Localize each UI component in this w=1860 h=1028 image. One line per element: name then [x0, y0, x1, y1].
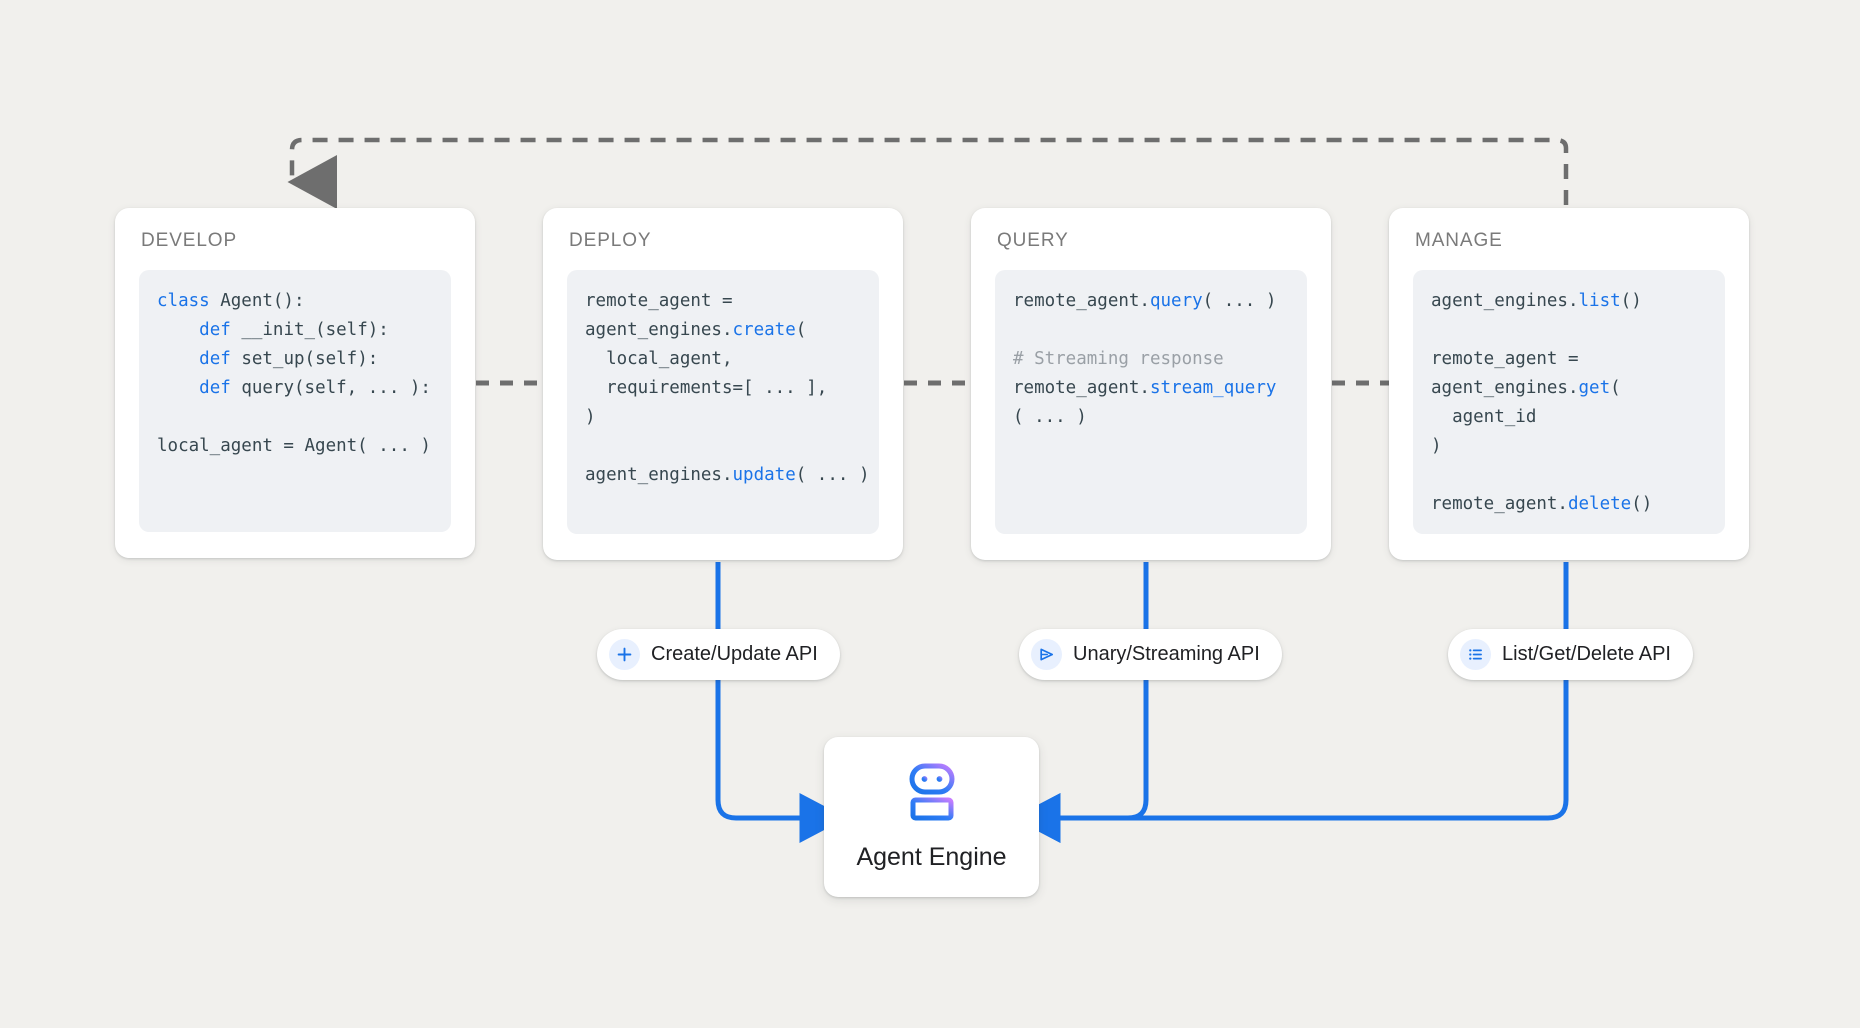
- stage-card-deploy[interactable]: DEPLOY remote_agent = agent_engines.crea…: [543, 208, 903, 560]
- feedback-loop-edge: [287, 137, 1569, 209]
- send-icon: [1031, 639, 1062, 670]
- api-pill-unary-streaming[interactable]: Unary/Streaming API: [1019, 629, 1282, 680]
- api-pill-label: List/Get/Delete API: [1502, 643, 1671, 665]
- stage-card-manage[interactable]: MANAGE agent_engines.list() remote_agent…: [1389, 208, 1749, 560]
- stage-title-develop: DEVELOP: [141, 230, 238, 251]
- agent-engine-node[interactable]: Agent Engine: [824, 737, 1039, 897]
- list-icon: [1460, 639, 1491, 670]
- robot-icon: [900, 762, 964, 829]
- query-to-engine-edge: [1013, 562, 1149, 843]
- code-block-deploy: remote_agent = agent_engines.create( loc…: [567, 270, 879, 534]
- api-pill-list-get-delete[interactable]: List/Get/Delete API: [1448, 629, 1693, 680]
- code-block-develop: class Agent(): def __init_(self): def se…: [139, 270, 451, 532]
- api-pill-label: Create/Update API: [651, 643, 818, 665]
- plus-icon: [609, 639, 640, 670]
- deploy-to-engine-edge: [715, 562, 847, 843]
- agent-engine-label: Agent Engine: [856, 843, 1007, 871]
- code-block-query: remote_agent.query( ... ) # Streaming re…: [995, 270, 1307, 534]
- manage-to-engine-edge: [1013, 562, 1569, 843]
- stage-title-query: QUERY: [997, 230, 1069, 251]
- api-pill-label: Unary/Streaming API: [1073, 643, 1260, 665]
- stage-title-manage: MANAGE: [1415, 230, 1503, 251]
- code-block-manage: agent_engines.list() remote_agent = agen…: [1413, 270, 1725, 534]
- stage-title-deploy: DEPLOY: [569, 230, 652, 251]
- stage-card-query[interactable]: QUERY remote_agent.query( ... ) # Stream…: [971, 208, 1331, 560]
- api-pill-create-update[interactable]: Create/Update API: [597, 629, 840, 680]
- stage-card-develop[interactable]: DEVELOP class Agent(): def __init_(self)…: [115, 208, 475, 558]
